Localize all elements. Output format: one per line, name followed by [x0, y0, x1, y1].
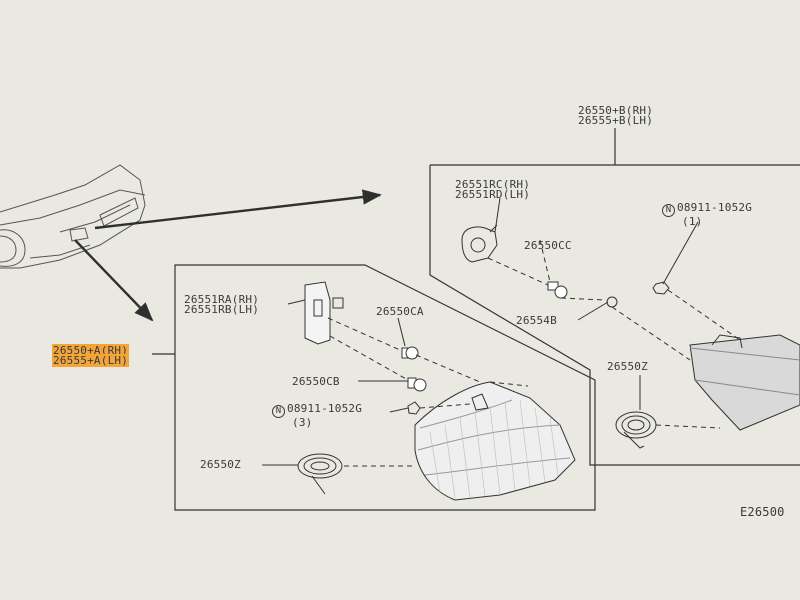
front-nut-code: 08911-1052G [287, 402, 363, 415]
front-socket-label: 26551RA(RH) 26551RB(LH) [184, 293, 260, 316]
rear-bulb-label: 26550CC [524, 239, 572, 252]
rear-spacer-label: 26554B [516, 314, 557, 327]
nut-standard-icon: N [662, 204, 675, 217]
front-assembly-label: 26550+A(RH) 26555+A(LH) [52, 344, 130, 367]
rear-assembly-lh: 26555+B(LH) [578, 114, 654, 127]
pointer-arrows [74, 189, 382, 322]
front-assembly-lh: 26555+A(LH) [52, 354, 130, 367]
rear-assembly-label: 26550+B(RH) 26555+B(LH) [578, 104, 654, 127]
front-assembly-rh: 26550+A(RH) [52, 344, 130, 357]
rear-parts-drawing [461, 224, 800, 449]
front-dashed-leaders [327, 317, 529, 467]
rear-lamp-frame [429, 128, 800, 466]
car-outline [0, 164, 146, 269]
rear-solid-leaders [494, 197, 699, 410]
rear-socket-label: 26551RC(RH) 26551RD(LH) [455, 178, 531, 201]
front-bulb-a-label: 26550CA [376, 305, 424, 318]
front-socket-lh: 26551RB(LH) [184, 303, 260, 316]
front-bulb-b-label: 26550CB [292, 375, 340, 388]
rear-socket-rh: 26551RC(RH) [455, 178, 531, 191]
rear-nut-qty: (1) [682, 215, 703, 228]
rear-assembly-rh: 26550+B(RH) [578, 104, 654, 117]
nut-standard-icon: N [272, 405, 285, 418]
front-solid-leaders [262, 299, 409, 466]
front-nut-qty: (3) [292, 416, 313, 429]
front-seal-label: 26550Z [200, 458, 241, 471]
diagram-code: E26500 [740, 505, 785, 519]
rear-dashed-leaders [487, 239, 741, 429]
front-hatching [429, 399, 559, 499]
rear-socket-lh: 26551RD(LH) [455, 188, 531, 201]
front-parts-drawing [297, 281, 576, 501]
rear-seal-label: 26550Z [607, 360, 648, 373]
rear-nut-code: 08911-1052G [677, 201, 753, 214]
front-socket-rh: 26551RA(RH) [184, 293, 260, 306]
front-lamp-frame [152, 264, 596, 511]
